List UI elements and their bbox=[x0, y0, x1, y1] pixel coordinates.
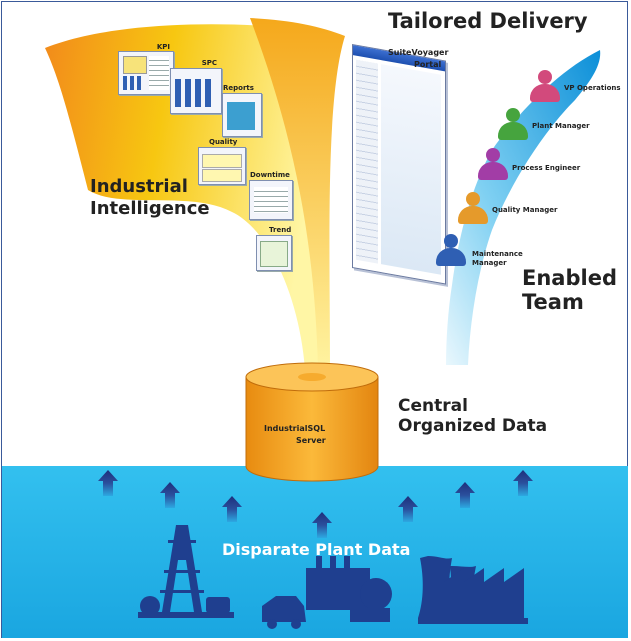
team-label-quality-manager: Quality Manager bbox=[492, 206, 558, 214]
kpi-chart-icon bbox=[123, 56, 147, 74]
up-arrow bbox=[455, 482, 475, 508]
team-label-process-engineer: Process Engineer bbox=[512, 164, 581, 172]
disparate-plant-data-label: Disparate Plant Data bbox=[222, 540, 411, 559]
quality-window: Quality bbox=[198, 138, 246, 185]
portal-content bbox=[381, 64, 441, 275]
up-arrow bbox=[98, 470, 118, 496]
portal-browser-window bbox=[352, 44, 446, 285]
kpi-window: KPI bbox=[118, 43, 174, 95]
quality-label: Quality bbox=[209, 138, 238, 146]
kpi-bars-icon bbox=[123, 76, 145, 90]
person-icon bbox=[498, 108, 528, 144]
central-organized-data-line1: Central bbox=[398, 396, 468, 416]
database-label-line1: IndustrialSQL bbox=[264, 424, 326, 433]
trend-label: Trend bbox=[269, 226, 292, 234]
trend-window: Trend bbox=[256, 226, 292, 271]
person-icon bbox=[478, 148, 508, 184]
database-label-line2: Server bbox=[296, 436, 326, 445]
enabled-team-line2: Team bbox=[522, 290, 584, 314]
team-label-vp-operations: VP Operations bbox=[564, 84, 621, 92]
portal-funnel bbox=[250, 18, 345, 368]
tailored-delivery-title: Tailored Delivery bbox=[388, 9, 588, 33]
central-organized-data-line2: Organized Data bbox=[398, 416, 548, 436]
quality-chart-icon bbox=[202, 154, 242, 168]
spc-chart-icon bbox=[175, 79, 215, 107]
person-icon bbox=[436, 234, 466, 270]
up-arrow bbox=[160, 482, 180, 508]
industrial-intelligence-line2: Intelligence bbox=[90, 198, 210, 219]
spc-window: SPC bbox=[170, 59, 222, 114]
up-arrow bbox=[398, 496, 418, 522]
up-arrow bbox=[513, 470, 533, 496]
portal-name-line1: SuiteVoyager bbox=[388, 48, 449, 57]
reports-window: Reports bbox=[222, 84, 262, 137]
up-arrow bbox=[222, 496, 242, 522]
reports-graph-icon bbox=[227, 102, 255, 130]
factory-icon bbox=[262, 556, 392, 629]
kpi-table-icon bbox=[149, 56, 169, 90]
downtime-label: Downtime bbox=[250, 171, 290, 179]
reports-label: Reports bbox=[223, 84, 254, 92]
enabled-team-line1: Enabled bbox=[522, 266, 617, 290]
spc-label: SPC bbox=[201, 59, 217, 67]
industrial-intelligence-line1: Industrial bbox=[90, 176, 188, 197]
person-icon bbox=[458, 192, 488, 228]
database-cylinder bbox=[245, 362, 379, 482]
trend-chart-icon bbox=[260, 241, 288, 267]
team-label-maintenance-manager: Maintenance Manager bbox=[472, 250, 523, 267]
power-plant-icon bbox=[418, 556, 528, 624]
upward-arrows bbox=[98, 470, 533, 538]
downtime-window: Downtime bbox=[249, 171, 293, 220]
downtime-table-icon bbox=[254, 187, 288, 213]
person-icon bbox=[530, 70, 560, 106]
up-arrow bbox=[312, 512, 332, 538]
oil-derrick-icon bbox=[138, 525, 234, 618]
kpi-label: KPI bbox=[156, 43, 170, 51]
team-label-plant-manager: Plant Manager bbox=[532, 122, 590, 130]
portal-name-line2: Portal bbox=[414, 60, 442, 69]
portal-sidebar bbox=[356, 59, 378, 264]
quality-chart2-icon bbox=[202, 169, 242, 182]
